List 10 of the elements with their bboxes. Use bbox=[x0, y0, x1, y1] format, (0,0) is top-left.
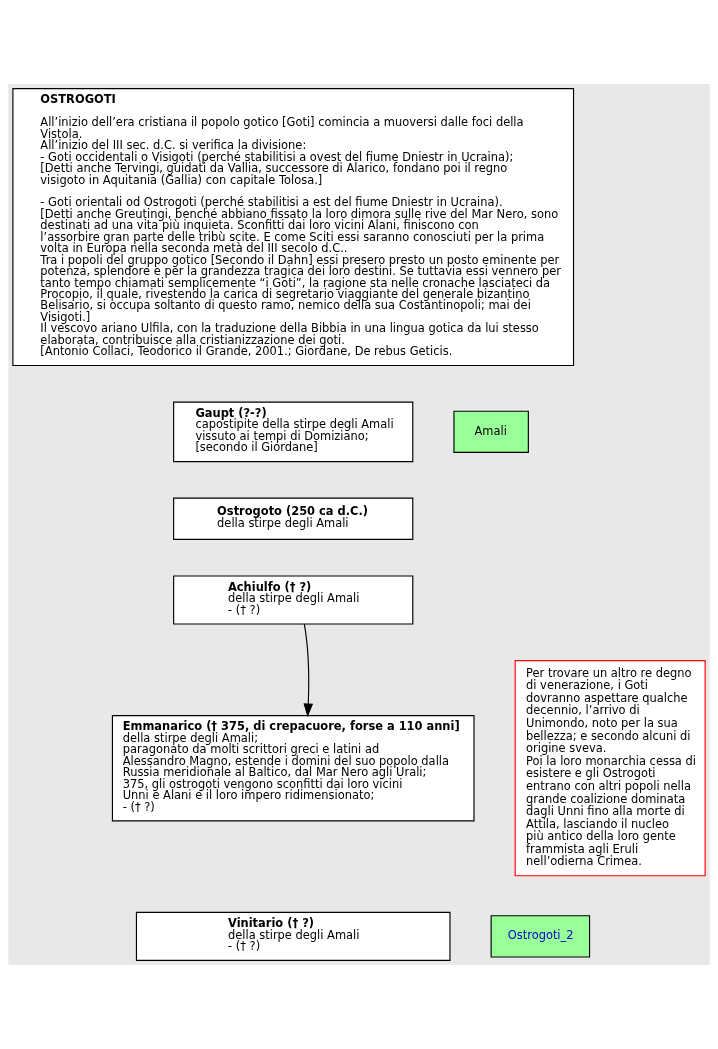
node-box: Ostrogoto (250 ca d.C.) della stirpe degli Amali bbox=[173, 497, 414, 540]
node-box: Vinitario († ?) della stirpe degli Amali - († ?) bbox=[135, 911, 451, 961]
node-box: Emmanarico († 375, di crepacuore, forse a 110 anni] della stirpe degli Amali; paragonato da molti scrittori greci e latini ad Alessandro Magno, estende i domini del suo popolo dalla Russia meridionale al Baltico, dal Mar Nero agli Urali; 375, gli ostrogoti vengono sconfitti dai loro vicini Unni e Alani e il loro impero ridimensionato; - († ?) bbox=[111, 715, 475, 822]
node-box: Gaupt (?-?) capostipite della stirpe degli Amali vissuto ai tempi di Domiziano; [secondo il Giordane] bbox=[173, 401, 414, 463]
arrow bbox=[303, 623, 314, 718]
node-box: Per trovare un altro re degno di venerazione, i Goti dovranno aspettare qualche decennio, l’arrivo di Unimondo, noto per la sua bellezza; e secondo alcuni di origine sveva. Poi la loro monarchia cessa di esistere e gli Ostrogoti entrano con altri popoli nella grande coalizione dominata dagli Unni fino alla morte di Attila, lasciando il nucleo più antico della loro gente frammista agli Eruli nell’odierna Crimea. bbox=[514, 660, 706, 877]
node-box: Ostrogoti_2 bbox=[490, 915, 591, 958]
node-box: Achiulfo († ?) della stirpe degli Amali - († ?) bbox=[173, 575, 414, 625]
node-box: Amali bbox=[453, 410, 529, 453]
node-box: OSTROGOTI All’inizio dell’era cristiana il popolo gotico [Goti] comincia a muoversi dalle foci della Vistola. All’inizio del III sec. d.C. si verifica la divisione: - Goti occidentali o Visigoti (perché stabilitisi a ovest del fiume Dniestr in Ucraina); [Detti anche Tervingi, guidati da Vallia, successore di Alarico, fondano poi il regno visigoto in Aquitania (Gallia) con capitale Tolosa.] - Goti orientali od Ostrogoti (perché stabilitisi a est del fiume Dniestr in Ucraina). [Detti anche Greutingi, benché abbiano fissato la loro dimora sulle rive del Mar Nero, sono destinati ad una vita più inquieta. Sconfitti dai loro vicini Alani, finiscono con l’assorbire gran parte delle tribù scite. E come Sciti essi saranno conosciuti per la prima volta in Europa nella seconda metà del III secolo d.C.. Tra i popoli del gruppo gotico [Secondo il Dahn] essi presero presto un posto eminente per potenza, splendore e per la grandezza tragica dei loro destini. Se tuttavia essi vennero per tanto tempo chiamati semplicemente “i Goti”, la ragione sta nelle cronache lasciateci da Procopio, il quale, rivestendo la carica di segretario viaggiante del generale bizantino Belisario, si occupa soltanto di questo ramo, nemico della sua Costantinopoli; mai dei Visigoti.] Il vescovo ariano Ulfila, con la traduzione della Bibbia in una lingua gotica da lui stesso elaborata, contribuisce alla cristianizzazione dei goti. [Antonio Collaci, Teodorico il Grande, 2001.; Giordane, De rebus Geticis. bbox=[12, 88, 575, 367]
